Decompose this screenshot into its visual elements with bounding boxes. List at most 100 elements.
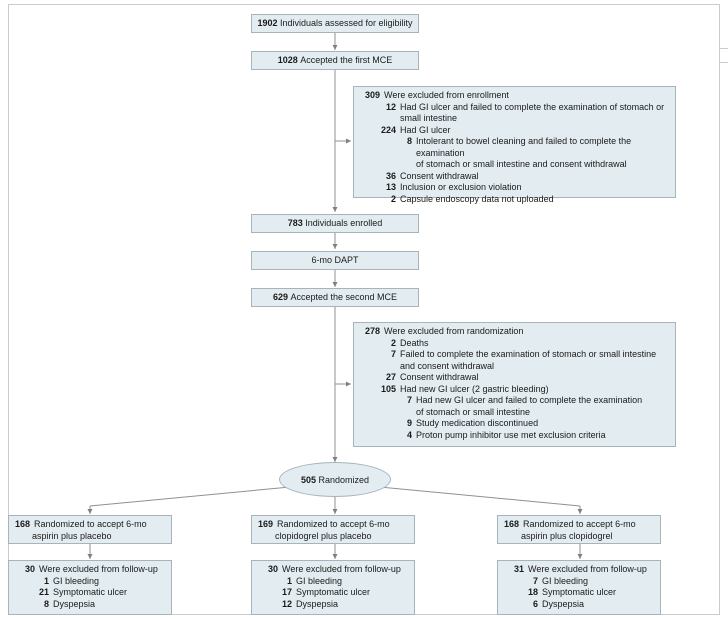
exclusion-reason: GI bleeding xyxy=(542,575,589,586)
dapt-label: 6-mo DAPT xyxy=(311,254,359,265)
exclusion-count: 12 xyxy=(281,598,292,609)
exclusion-reason: GI bleeding xyxy=(296,575,343,586)
exclusion-count: 27 xyxy=(385,372,396,382)
second-mce-label: Accepted the second MCE xyxy=(290,291,398,302)
exclusion-count: 21 xyxy=(38,587,49,597)
arm-line-2: aspirin plus clopidogrel xyxy=(521,530,613,541)
assessed-count: 1902 xyxy=(257,17,278,28)
dapt-box: 6-mo DAPT xyxy=(251,251,419,270)
exclusion-reason: Failed to complete the examination of st… xyxy=(400,349,657,359)
exclusion-reason: of stomach or small intestine and consen… xyxy=(416,159,627,169)
exclusion-line: 21 Symptomatic ulcer xyxy=(13,587,167,599)
arm-label: Randomized to accept 6-mo xyxy=(277,519,390,529)
exclusion-reason: Dyspepsia xyxy=(53,598,96,609)
exclusion-reason: Inclusion or exclusion violation xyxy=(400,182,522,192)
enrolled-box: 783 Individuals enrolled xyxy=(251,214,419,233)
second-mce-box: 629 Accepted the second MCE xyxy=(251,288,419,307)
exclusion-count: 30 xyxy=(24,564,35,574)
exclusion-count: 12 xyxy=(385,101,396,112)
exclusion-line: small intestine xyxy=(358,113,671,125)
exclusion-reason: small intestine xyxy=(400,113,458,123)
exclusion-line: and consent withdrawal xyxy=(358,361,671,373)
randomized-node: 505 Randomized xyxy=(279,462,391,497)
arm-count: 169 xyxy=(258,519,274,529)
exclusion-count: 2 xyxy=(390,193,396,204)
exclusion-count xyxy=(358,159,416,171)
exclusion-reason: Were excluded from follow-up xyxy=(39,564,158,574)
exclusion-reason: GI bleeding xyxy=(53,575,100,586)
exclusion-reason: Had GI ulcer xyxy=(400,124,451,135)
exclusion-line: 2 Capsule endoscopy data not uploaded xyxy=(358,194,671,206)
exclusion-reason: Had new GI ulcer (2 gastric bleeding) xyxy=(400,383,549,394)
exclusion-reason: Were excluded from enrollment xyxy=(384,90,509,100)
exclusion-line: 17 Symptomatic ulcer xyxy=(256,587,410,599)
exclusion-reason: Symptomatic ulcer xyxy=(53,587,128,597)
branch-right xyxy=(379,486,581,507)
exclusion-reason: Symptomatic ulcer xyxy=(296,587,371,597)
exclusion-reason: Were excluded from randomization xyxy=(384,326,524,336)
arm-label: Randomized to accept 6-mo xyxy=(34,519,147,529)
exclusion-reason: Were excluded from follow-up xyxy=(282,564,401,574)
exclusion-count xyxy=(358,361,400,373)
second-mce-count: 629 xyxy=(272,291,288,302)
exclusion-line: 105 Had new GI ulcer (2 gastric bleeding) xyxy=(358,384,671,396)
enrolled-label: Individuals enrolled xyxy=(305,217,383,228)
exclusion-count: 7 xyxy=(406,395,412,405)
edge-tick xyxy=(720,48,728,49)
exclusion-reason: Had new GI ulcer and failed to complete … xyxy=(416,395,643,405)
exclusion-line: of stomach or small intestine and consen… xyxy=(358,159,671,171)
exclusion-reason: of stomach or small intestine xyxy=(416,406,531,417)
exclusion-count: 309 xyxy=(364,90,380,100)
arm-line-2: clopidogrel plus placebo xyxy=(275,530,372,541)
exclusion-line: 8 Dyspepsia xyxy=(13,599,167,611)
exclusion-reason: Consent withdrawal xyxy=(400,170,479,181)
exclusion-reason: Had GI ulcer and failed to complete the … xyxy=(400,101,665,112)
exclusion-count: 1 xyxy=(286,575,292,586)
exclusion-reason: Proton pump inhibitor use met exclusion … xyxy=(416,429,606,440)
exclusion-count: 8 xyxy=(43,598,49,609)
exclusion-reason: Symptomatic ulcer xyxy=(542,587,617,597)
exclusion-line: 1 GI bleeding xyxy=(256,576,410,588)
assessed-box: 1902 Individuals assessed for eligibilit… xyxy=(251,14,419,33)
exclusion-count: 7 xyxy=(532,575,538,586)
exclusion-line: 30 Were excluded from follow-up xyxy=(13,564,167,576)
exclusion-line: 13 Inclusion or exclusion violation xyxy=(358,182,671,194)
branch-left xyxy=(89,486,291,507)
first-mce-label: Accepted the first MCE xyxy=(300,54,393,65)
exclusion-line: 309 Were excluded from enrollment xyxy=(358,90,671,102)
arm-label: Randomized to accept 6-mo xyxy=(523,519,636,529)
exclusion-count: 1 xyxy=(43,575,49,586)
exclusion-count: 13 xyxy=(385,182,396,192)
exclusion-line: 7 Had new GI ulcer and failed to complete… xyxy=(358,395,671,407)
exclusion-reason: and consent withdrawal xyxy=(400,360,495,371)
exclusion-reason: Capsule endoscopy data not uploaded xyxy=(400,193,554,204)
exclusion-count xyxy=(358,113,400,125)
exclusion-count: 17 xyxy=(281,587,292,597)
exclusion-count: 105 xyxy=(380,383,396,394)
exclusion-line: 12 Had GI ulcer and failed to complete th… xyxy=(358,102,671,114)
enrolled-count: 783 xyxy=(287,217,303,228)
assessed-label: Individuals assessed for eligibility xyxy=(279,17,413,28)
exclusion-count: 8 xyxy=(406,136,412,146)
exclusion-count: 7 xyxy=(390,349,396,359)
edge-tick xyxy=(720,62,728,63)
randomized-count: 505 xyxy=(300,474,316,485)
